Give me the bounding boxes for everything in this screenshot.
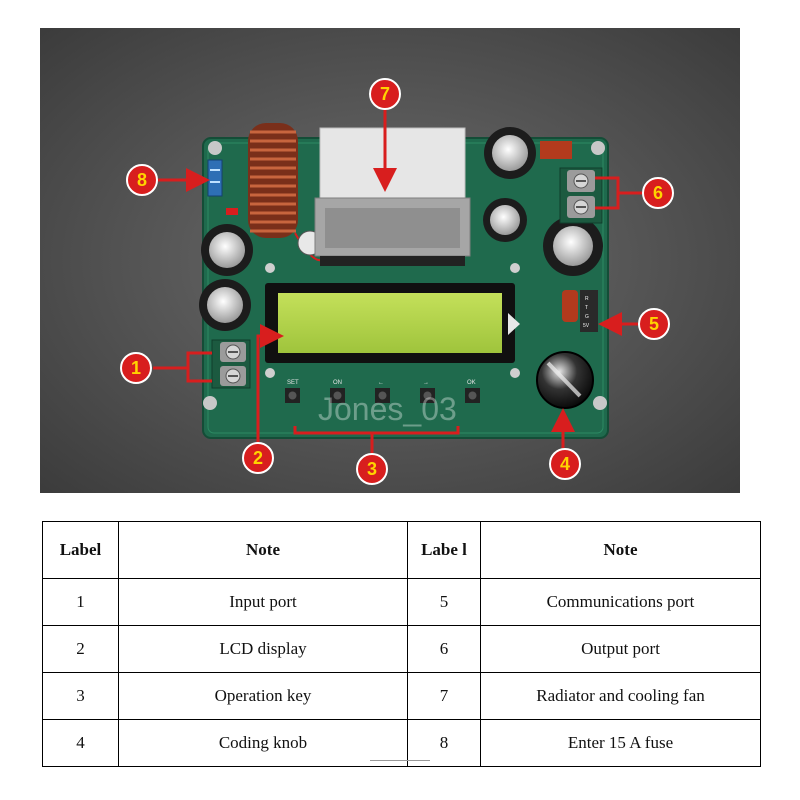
fuse-component bbox=[207, 159, 223, 197]
cell-label: 5 bbox=[407, 578, 481, 626]
callout-5: 5 bbox=[638, 308, 670, 340]
input-terminals bbox=[211, 339, 251, 389]
coding-knob bbox=[536, 351, 594, 409]
cell-label: 2 bbox=[42, 625, 119, 673]
callout-8: 8 bbox=[126, 164, 158, 196]
cell-note: Radiator and cooling fan bbox=[480, 672, 761, 720]
table-row: 1 Input port 5 Communications port bbox=[42, 578, 761, 626]
callout-3: 3 bbox=[356, 453, 388, 485]
key-label-right: → bbox=[423, 380, 429, 386]
cell-label: 4 bbox=[42, 719, 119, 767]
key-label-set: SET bbox=[287, 380, 299, 386]
callout-1-label: 1 bbox=[131, 358, 141, 378]
header-note: Note bbox=[118, 521, 408, 579]
key-label-left: ← bbox=[378, 380, 384, 386]
inductor-coil bbox=[248, 123, 326, 262]
header-note-2: Note bbox=[480, 521, 761, 579]
table-row: 4 Coding knob 8 Enter 15 A fuse bbox=[42, 719, 761, 767]
pin-label-g: G bbox=[585, 314, 589, 320]
callout-5-label: 5 bbox=[649, 314, 659, 334]
divider bbox=[370, 760, 430, 761]
operation-keys: SET ON ← → OK bbox=[285, 380, 480, 403]
legend-table: Label Note Labe l Note 1 Input port 5 Co… bbox=[42, 521, 761, 767]
header-label-2: Labe l bbox=[407, 521, 481, 579]
header-label: Label bbox=[42, 521, 119, 579]
pin-label-t: T bbox=[585, 305, 588, 311]
callout-lines bbox=[153, 108, 642, 453]
radiator-fan bbox=[314, 127, 471, 266]
cell-label: 1 bbox=[42, 578, 119, 626]
cell-label: 3 bbox=[42, 672, 119, 720]
cell-label: 7 bbox=[407, 672, 481, 720]
callout-6: 6 bbox=[642, 177, 674, 209]
cell-label: 6 bbox=[407, 625, 481, 673]
cell-label: 8 bbox=[407, 719, 481, 767]
cell-note: Input port bbox=[118, 578, 408, 626]
callout-2-label: 2 bbox=[253, 448, 263, 468]
capacitors bbox=[199, 127, 603, 331]
pin-label-5v: 5V bbox=[583, 323, 590, 329]
output-terminals bbox=[559, 167, 603, 224]
callout-3-label: 3 bbox=[367, 459, 377, 479]
communications-header: R T G 5V bbox=[580, 290, 598, 332]
callout-7-label: 7 bbox=[380, 84, 390, 104]
cell-note: Communications port bbox=[480, 578, 761, 626]
key-label-ok: OK bbox=[467, 380, 476, 386]
legend-header-row: Label Note Labe l Note bbox=[42, 521, 761, 579]
lcd-display bbox=[265, 283, 520, 363]
cell-note: LCD display bbox=[118, 625, 408, 673]
cell-note: Coding knob bbox=[118, 719, 408, 767]
callout-8-label: 8 bbox=[137, 170, 147, 190]
callout-1: 1 bbox=[120, 352, 152, 384]
callout-7: 7 bbox=[369, 78, 401, 110]
key-label-on: ON bbox=[333, 380, 342, 386]
table-row: 3 Operation key 7 Radiator and cooling f… bbox=[42, 672, 761, 720]
cell-note: Enter 15 A fuse bbox=[480, 719, 761, 767]
cell-note: Operation key bbox=[118, 672, 408, 720]
pin-label-r: R bbox=[585, 296, 589, 302]
callout-2: 2 bbox=[242, 442, 274, 474]
watermark-text: Jones_03 bbox=[318, 391, 457, 427]
product-photo: R T G 5V SET ON ← → OK bbox=[40, 28, 740, 493]
callout-6-label: 6 bbox=[653, 183, 663, 203]
cell-note: Output port bbox=[480, 625, 761, 673]
callout-4-label: 4 bbox=[560, 454, 570, 474]
callout-4: 4 bbox=[549, 448, 581, 480]
table-row: 2 LCD display 6 Output port bbox=[42, 625, 761, 673]
